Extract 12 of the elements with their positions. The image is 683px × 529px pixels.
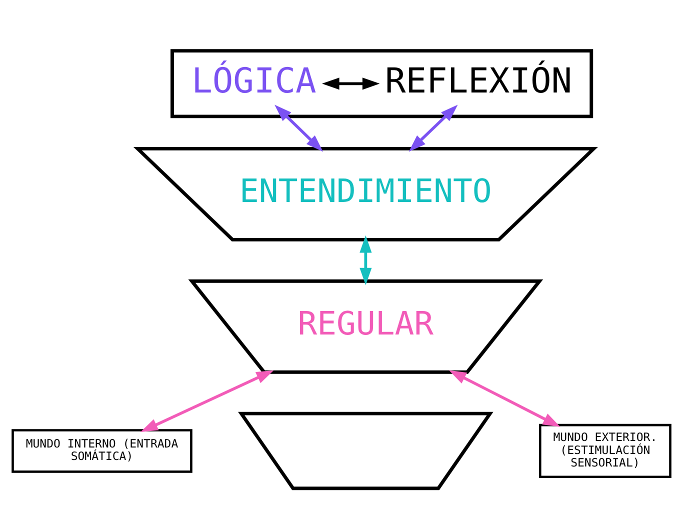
cluster: [170, 48, 594, 118]
arrow: [360, 234, 372, 285]
arrow: [448, 370, 560, 426]
node-trapezium: [238, 411, 494, 490]
arrow: [322, 77, 380, 90]
node-text: REFLEXIÓN: [384, 60, 572, 101]
arrow: [274, 104, 324, 152]
arrow: [408, 104, 458, 152]
node-box: MUNDO EXTERIOR. (ESTIMULACIÓN SENSORIAL): [538, 423, 672, 478]
arrow: [140, 370, 274, 432]
node-box: MUNDO INTERNO (ENTRADA SOMÁTICA): [12, 428, 192, 472]
node-text: LÓGICA: [192, 60, 316, 101]
